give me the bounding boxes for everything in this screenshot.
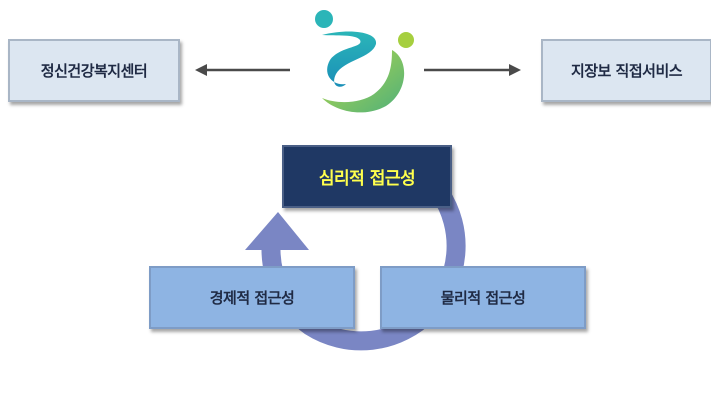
arrow-left-icon [195, 64, 290, 76]
left-box: 정신건강복지센터 [8, 39, 180, 102]
bottom-left-box-label: 경제적 접근성 [209, 289, 295, 307]
bottom-right-box: 물리적 접근성 [380, 266, 586, 329]
logo-mark [315, 10, 414, 113]
bottom-right-box-label: 물리적 접근성 [440, 289, 526, 307]
bottom-left-box: 경제적 접근성 [149, 266, 355, 329]
top-box: 심리적 접근성 [282, 145, 452, 208]
arrow-right-icon [424, 64, 521, 76]
cycle-arrowhead [245, 212, 309, 250]
top-box-label: 심리적 접근성 [318, 169, 416, 189]
right-box-label: 지장보 직접서비스 [570, 62, 683, 80]
right-box: 지장보 직접서비스 [541, 39, 711, 102]
left-box-label: 정신건강복지센터 [40, 62, 148, 80]
